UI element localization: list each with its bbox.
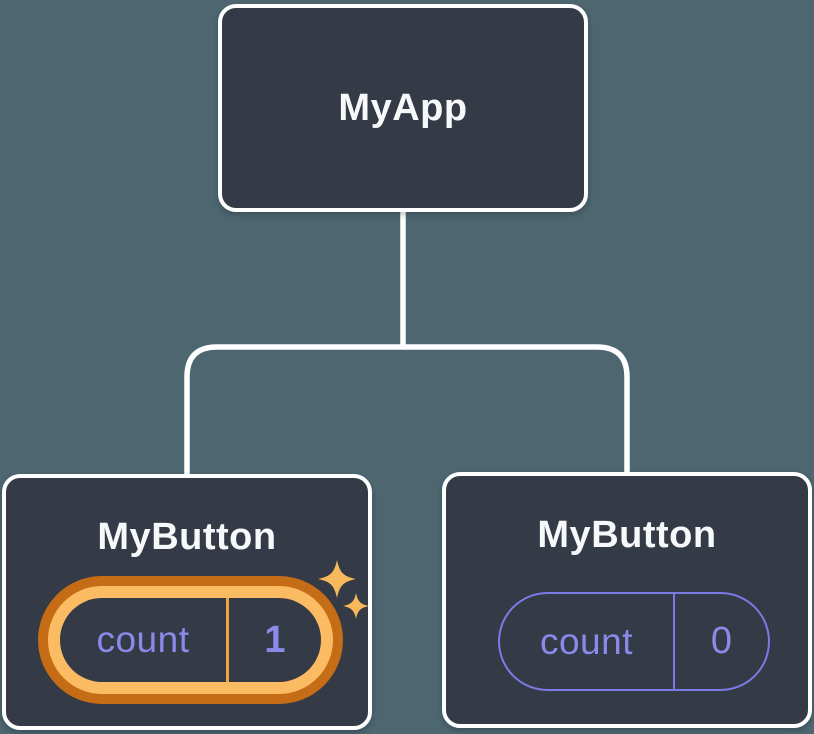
node-title: MyButton: [97, 516, 277, 558]
state-pill-highlight-ring: count 1: [48, 586, 333, 694]
state-value: 0: [710, 620, 733, 662]
node-title: MyApp: [338, 86, 468, 129]
state-pill-plain: count 0: [498, 592, 770, 691]
state-pill-core: count 1: [60, 598, 321, 682]
state-key-cell: count: [500, 594, 675, 689]
state-value-cell: 0: [675, 594, 768, 689]
state-pill-highlighted: count 1: [38, 576, 343, 704]
state-value-cell: 1: [229, 598, 321, 682]
node-title: MyButton: [537, 514, 717, 556]
node-mybutton-right: MyButton count 0: [442, 472, 812, 728]
state-value: 1: [264, 618, 286, 661]
state-key-label: count: [539, 620, 633, 662]
node-myapp: MyApp: [218, 4, 588, 212]
state-key-cell: count: [60, 598, 229, 682]
state-key-label: count: [96, 619, 190, 660]
connector-bracket: [184, 344, 630, 476]
node-mybutton-left: MyButton count 1: [2, 474, 372, 730]
